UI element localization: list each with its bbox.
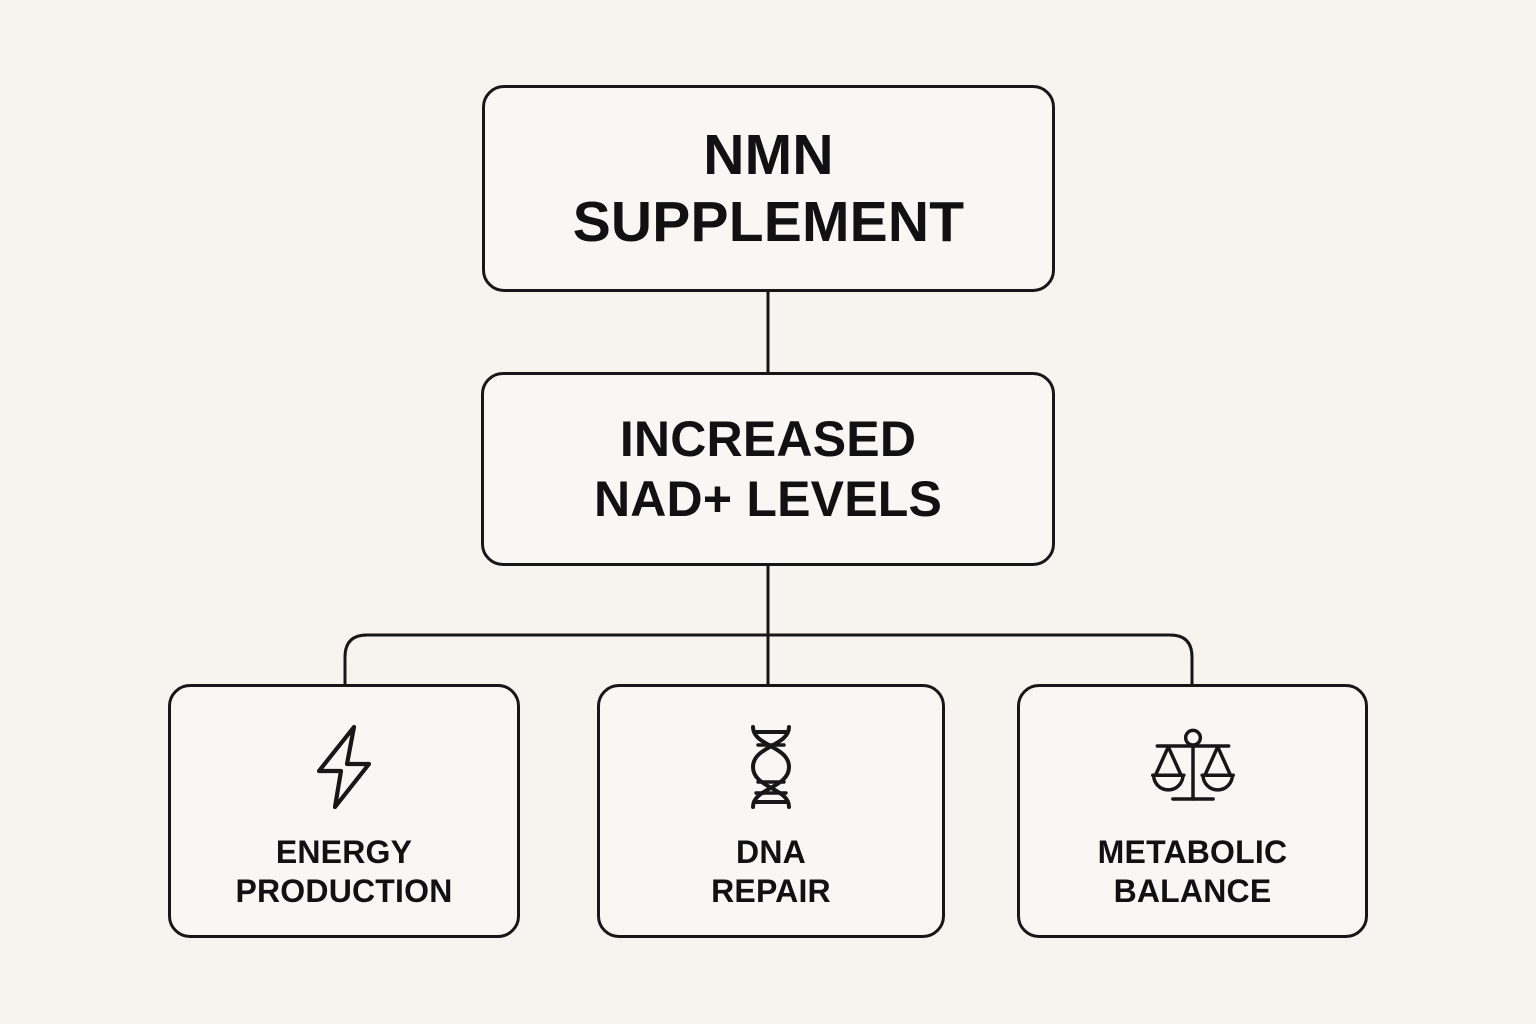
- node-metabolic-balance-label: METABOLIC BALANCE: [1097, 834, 1288, 910]
- node-dna-repair: DNA REPAIR: [597, 684, 945, 938]
- node-metabolic-balance: METABOLIC BALANCE: [1017, 684, 1368, 938]
- dna-helix-icon: [728, 723, 814, 811]
- node-nmn-supplement-label: NMN SUPPLEMENT: [572, 123, 965, 254]
- node-energy-production: ENERGY PRODUCTION: [168, 684, 520, 938]
- lightning-bolt-icon: [301, 723, 387, 811]
- node-energy-production-label: ENERGY PRODUCTION: [235, 834, 453, 910]
- balance-scales-icon: [1150, 723, 1236, 811]
- node-increased-nad-levels: INCREASED NAD+ LEVELS: [481, 372, 1055, 566]
- connector-bus-left: [343, 633, 768, 684]
- node-dna-repair-label: DNA REPAIR: [711, 834, 831, 910]
- node-nmn-supplement: NMN SUPPLEMENT: [482, 85, 1055, 292]
- node-increased-nad-levels-label: INCREASED NAD+ LEVELS: [593, 411, 943, 527]
- connector-bus-right: [768, 633, 1194, 684]
